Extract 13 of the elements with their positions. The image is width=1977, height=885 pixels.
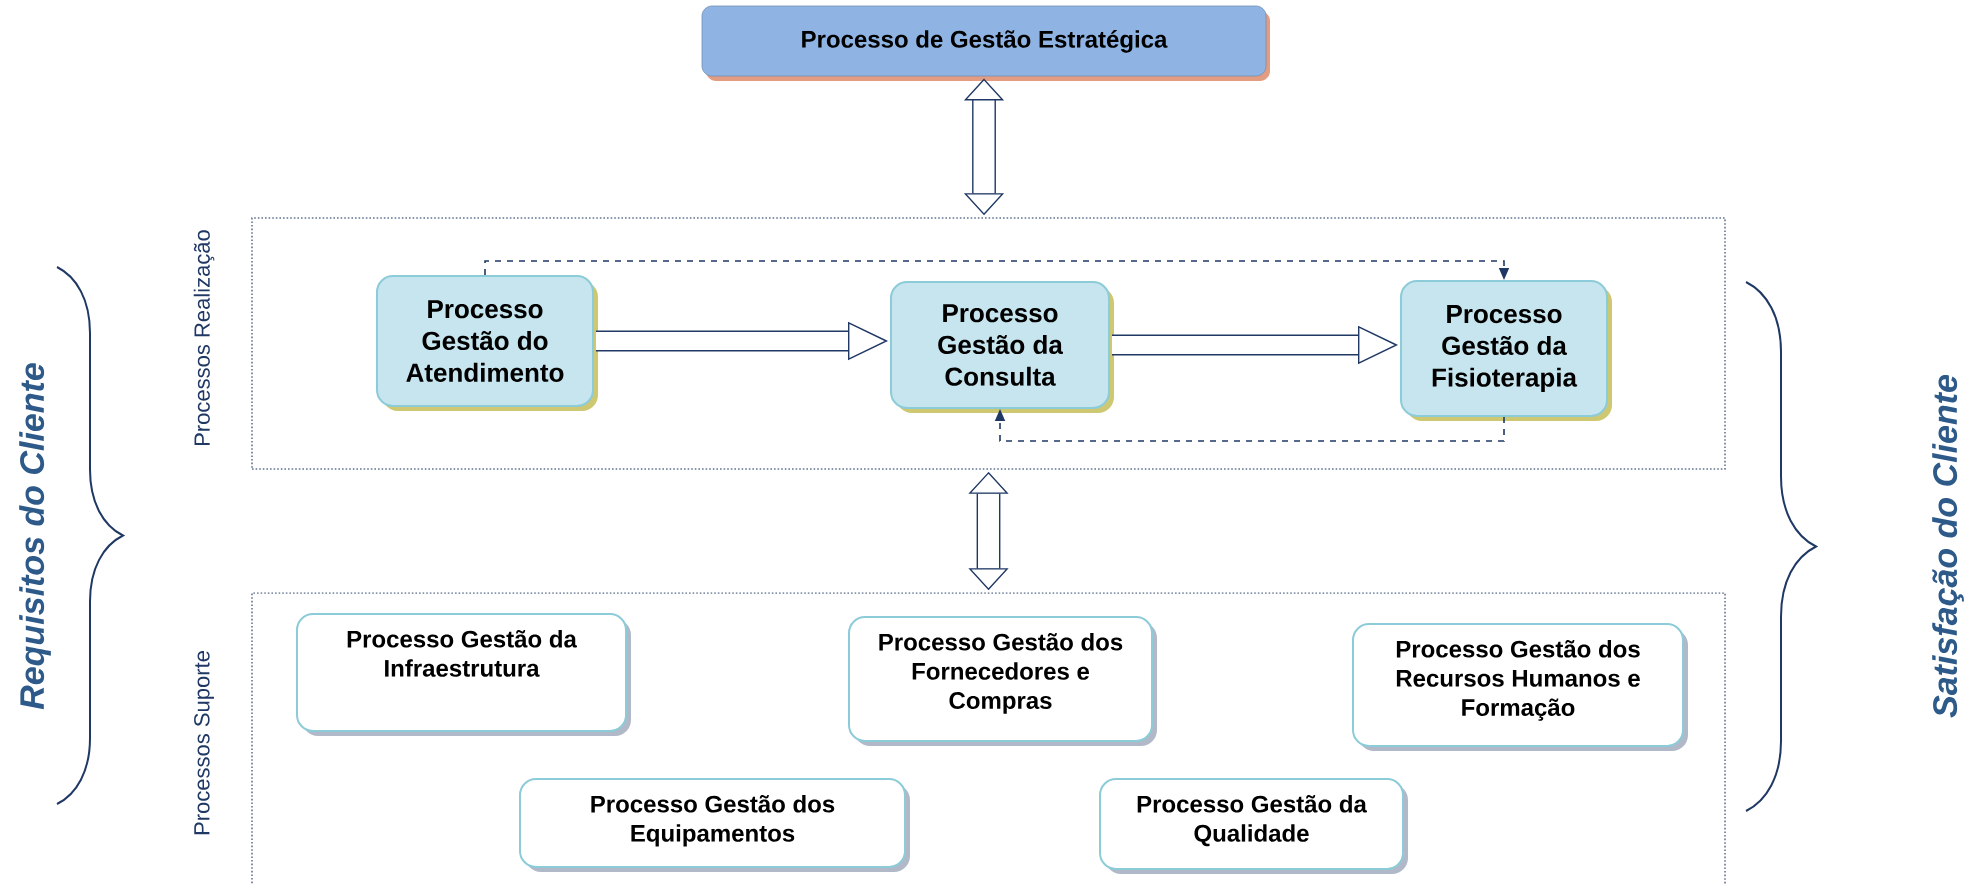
side-label: Requisitos do Cliente — [19, 363, 51, 710]
process-box: Processo Gestão da Infraestrutura — [296, 613, 631, 736]
group-label: Processos Realização — [193, 230, 215, 445]
process-box: Processo Gestão dos Recursos Humanos e Formação — [1352, 623, 1688, 751]
process-box: Processo Gestão dos Fornecedores e Compras — [848, 616, 1157, 746]
process-box: Processo Gestão da Qualidade — [1099, 778, 1408, 874]
process-box: Processo Gestão da Consulta — [890, 281, 1114, 413]
group-label: Processos Suporte — [194, 651, 214, 835]
process-box: Processo de Gestão Estratégica — [701, 5, 1270, 81]
process-box: Processo Gestão dos Equipamentos — [519, 778, 910, 872]
process-box: Processo Gestão do Atendimento — [376, 275, 598, 411]
process-box: Processo Gestão da Fisioterapia — [1400, 280, 1612, 421]
side-label: Satisfação do Cliente — [1932, 375, 1964, 718]
